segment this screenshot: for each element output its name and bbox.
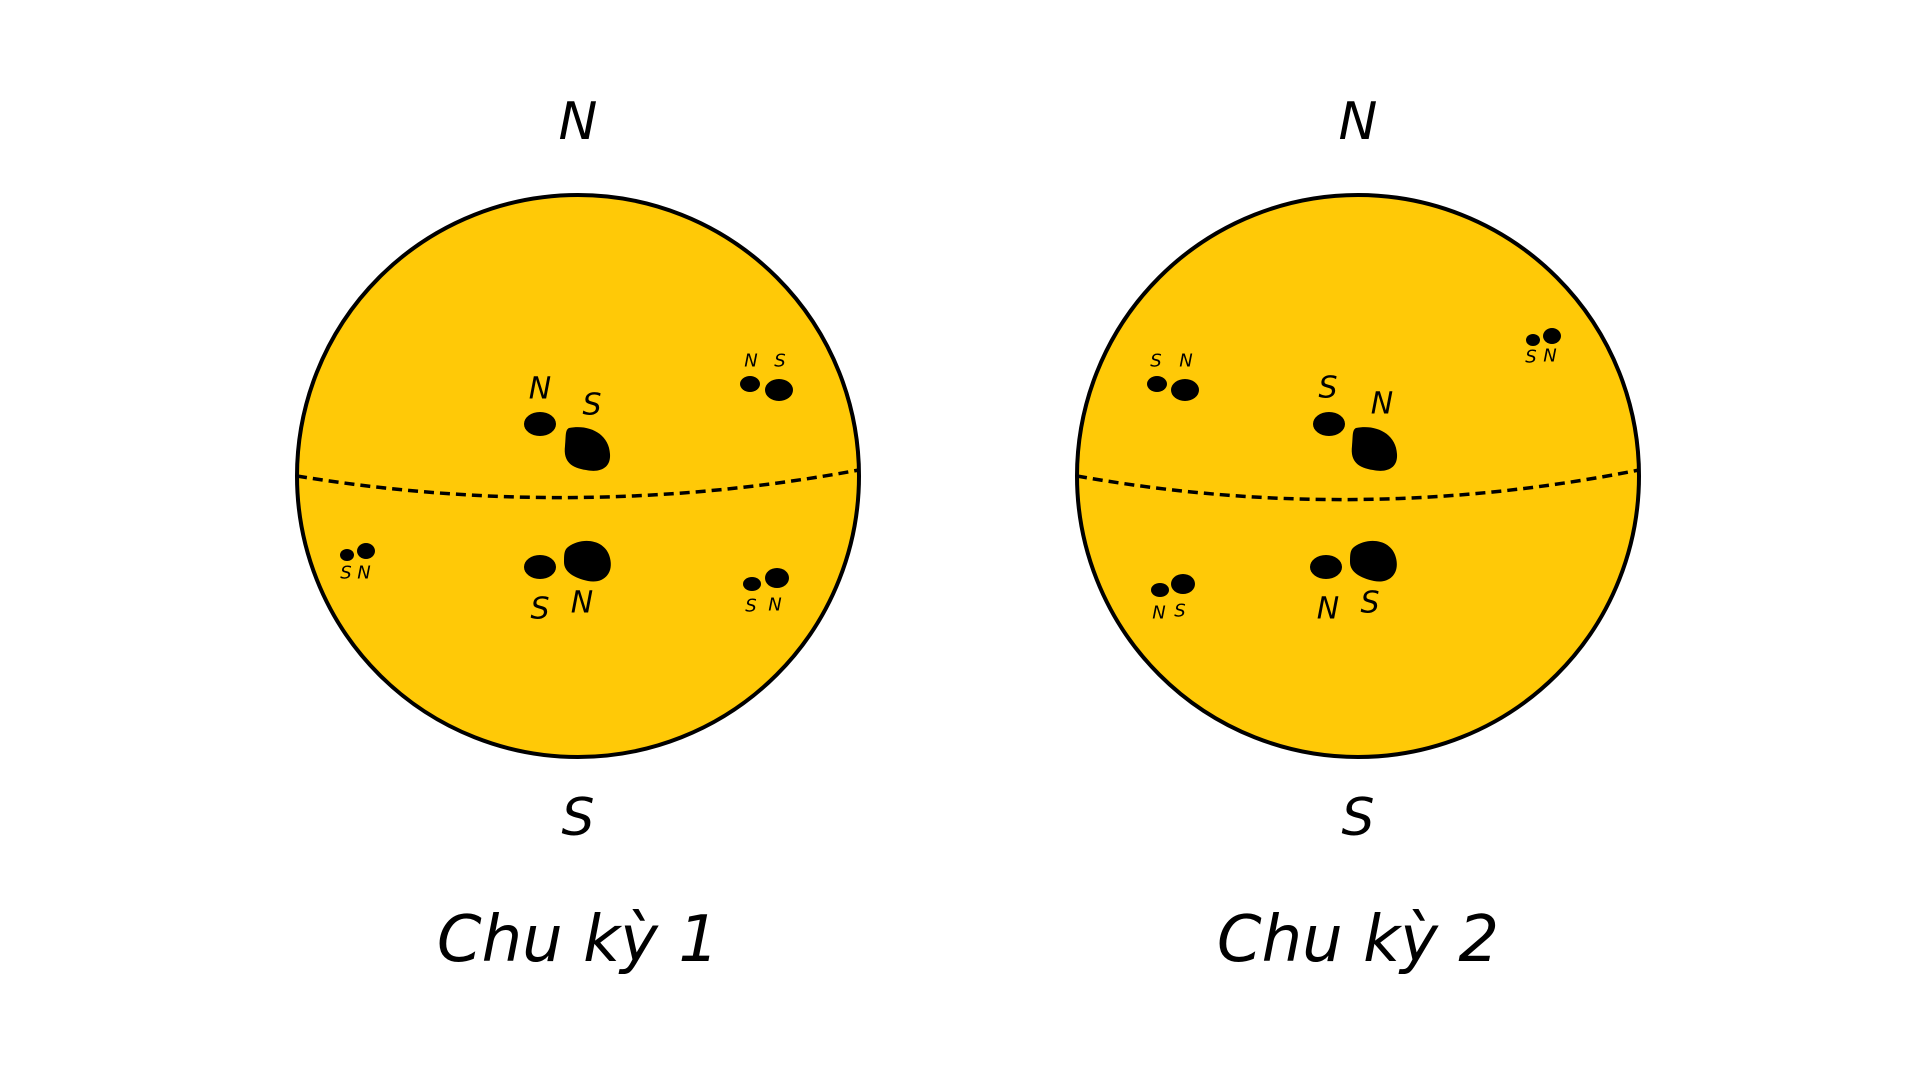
spot-label: S [745,596,756,617]
south-pole-label: S [561,788,594,848]
sunspot [1171,574,1195,594]
spot-label: N [1317,592,1339,627]
sunspot [765,568,789,588]
sunspot [524,412,556,436]
spot-label: N [1152,603,1165,624]
spot-label: S [774,351,785,372]
sunspot [1350,540,1397,582]
spot-label: N [1371,387,1393,422]
sunspot [357,543,375,559]
spot-label: N [571,586,593,621]
spot-label: S [1150,351,1161,372]
north-pole-label: N [559,92,598,152]
sunspot [1147,376,1167,392]
cycle-caption: Chu kỳ 2 [1217,903,1499,977]
south-pole-label: S [1341,788,1374,848]
sunspot [1171,379,1199,401]
equator-line [1076,468,1640,502]
spot-group-south-center: S N [524,540,611,627]
spot-label: S [1360,586,1379,621]
cycle-caption: Chu kỳ 1 [437,903,719,977]
spot-group-north-right: N S [740,351,793,401]
spot-label: N [744,351,757,372]
spot-group-south-left: N S [1151,574,1195,624]
spot-group-south-right: S N [743,568,789,617]
spot-group-north-left: S N [1147,351,1199,401]
spot-label: N [529,372,551,407]
spot-label: N [1543,346,1556,367]
spot-label: S [340,563,351,584]
spot-group-south-left: S N [340,543,375,584]
spot-label: S [1525,347,1536,368]
spot-group-south-center: N S [1310,540,1397,627]
sunspot [1151,583,1169,597]
sunspot [1313,412,1345,436]
spot-group-north-right: S N [1525,328,1561,368]
spot-label: N [768,595,781,616]
spot-label: S [530,592,549,627]
sun-disk [1075,193,1641,759]
panel-cycle-2: N S N S N S N N S [1075,92,1641,977]
sunspot [1351,427,1398,471]
spot-label: S [1174,601,1185,622]
sunspot [1310,555,1342,579]
sun-disk [295,193,861,759]
equator-line [296,468,860,500]
north-pole-label: N [1339,92,1378,152]
spot-label: N [1179,351,1192,372]
spot-label: N [357,563,370,584]
sunspot [743,577,761,591]
sunspot [765,379,793,401]
spot-group-north-center: S N [1313,371,1398,471]
sunspot [564,427,611,471]
spot-group-north-center: N S [524,372,611,471]
sunspot [740,376,760,392]
sunspot [340,549,354,561]
sunspot [524,555,556,579]
sunspot [1543,328,1561,344]
panel-cycle-1: N N S N S S N S N [295,92,861,977]
sunspot [564,540,611,582]
spot-label: S [582,388,601,423]
spot-label: S [1318,371,1337,406]
sunspot [1526,334,1540,346]
